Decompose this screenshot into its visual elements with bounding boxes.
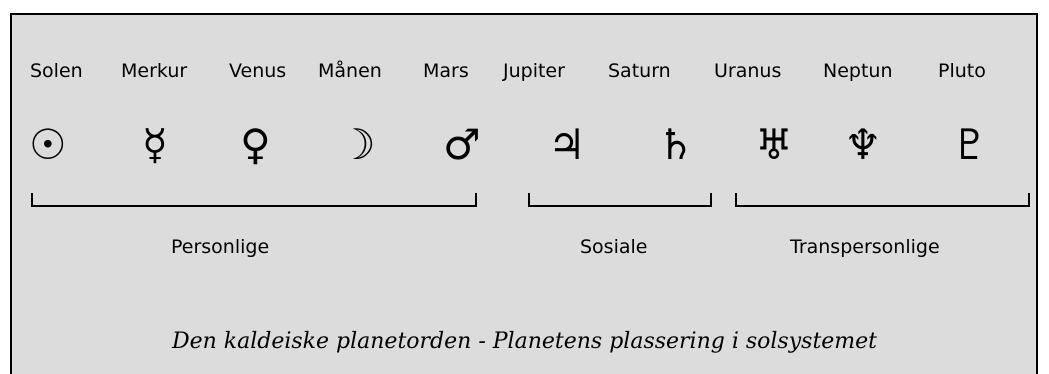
planet-name-jupiter: Jupiter (503, 60, 565, 82)
moon-symbol-icon: ☽ (338, 120, 376, 169)
saturn-symbol-icon: ♄ (657, 120, 695, 169)
sun-symbol-icon: ☉ (29, 120, 67, 169)
group-label-sosiale: Sosiale (580, 236, 648, 258)
group-label-personlige: Personlige (171, 236, 270, 258)
neptune-symbol-icon: ♆ (844, 120, 882, 169)
planet-name-pluto: Pluto (938, 60, 986, 82)
mercury-symbol-icon: ☿ (142, 120, 168, 169)
pluto-symbol-icon: ♇ (951, 120, 989, 169)
planet-name-uranus: Uranus (714, 60, 782, 82)
planet-name-manen: Månen (318, 60, 382, 82)
diagram-frame (10, 13, 1038, 374)
bracket-personlige (31, 193, 477, 207)
planet-name-neptun: Neptun (823, 60, 893, 82)
caption: Den kaldeiske planetorden - Planetens pl… (171, 329, 878, 354)
mars-symbol-icon: ♂ (443, 120, 481, 169)
group-label-transpersonlige: Transpersonlige (790, 236, 940, 258)
venus-symbol-icon: ♀ (240, 120, 271, 169)
planet-name-mars: Mars (423, 60, 469, 82)
uranus-symbol-icon: ♅ (755, 120, 793, 169)
planet-name-solen: Solen (30, 60, 83, 82)
planet-name-venus: Venus (229, 60, 287, 82)
bracket-sosiale (528, 193, 712, 207)
planet-name-saturn: Saturn (608, 60, 671, 82)
planet-name-merkur: Merkur (121, 60, 188, 82)
bracket-transpersonlige (735, 193, 1030, 207)
jupiter-symbol-icon: ♃ (548, 120, 586, 169)
